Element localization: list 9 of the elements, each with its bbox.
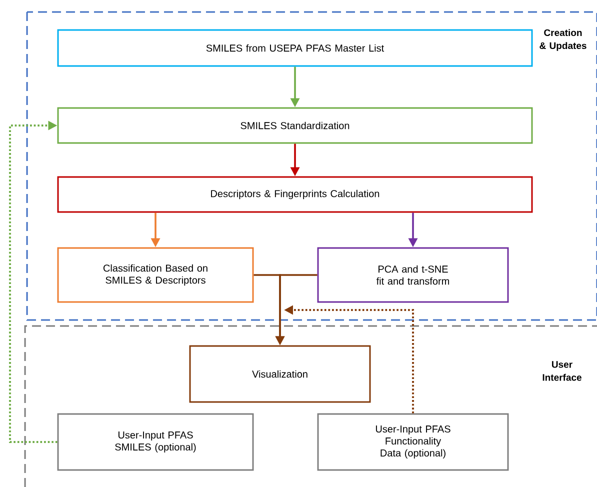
process-box: User-Input PFAS SMILES (optional): [57, 413, 254, 471]
process-box: PCA and t-SNE fit and transform: [317, 247, 509, 303]
process-box: Visualization: [189, 345, 371, 403]
process-box: SMILES from USEPA PFAS Master List: [57, 29, 533, 67]
process-box: Classification Based on SMILES & Descriptors: [57, 247, 254, 303]
arrow: [9, 120, 58, 443]
process-box: Descriptors & Fingerprints Calculation: [57, 176, 533, 213]
process-box: User-Input PFAS Functionality Data (optional): [317, 413, 509, 471]
process-box: SMILES Standardization: [57, 107, 533, 144]
